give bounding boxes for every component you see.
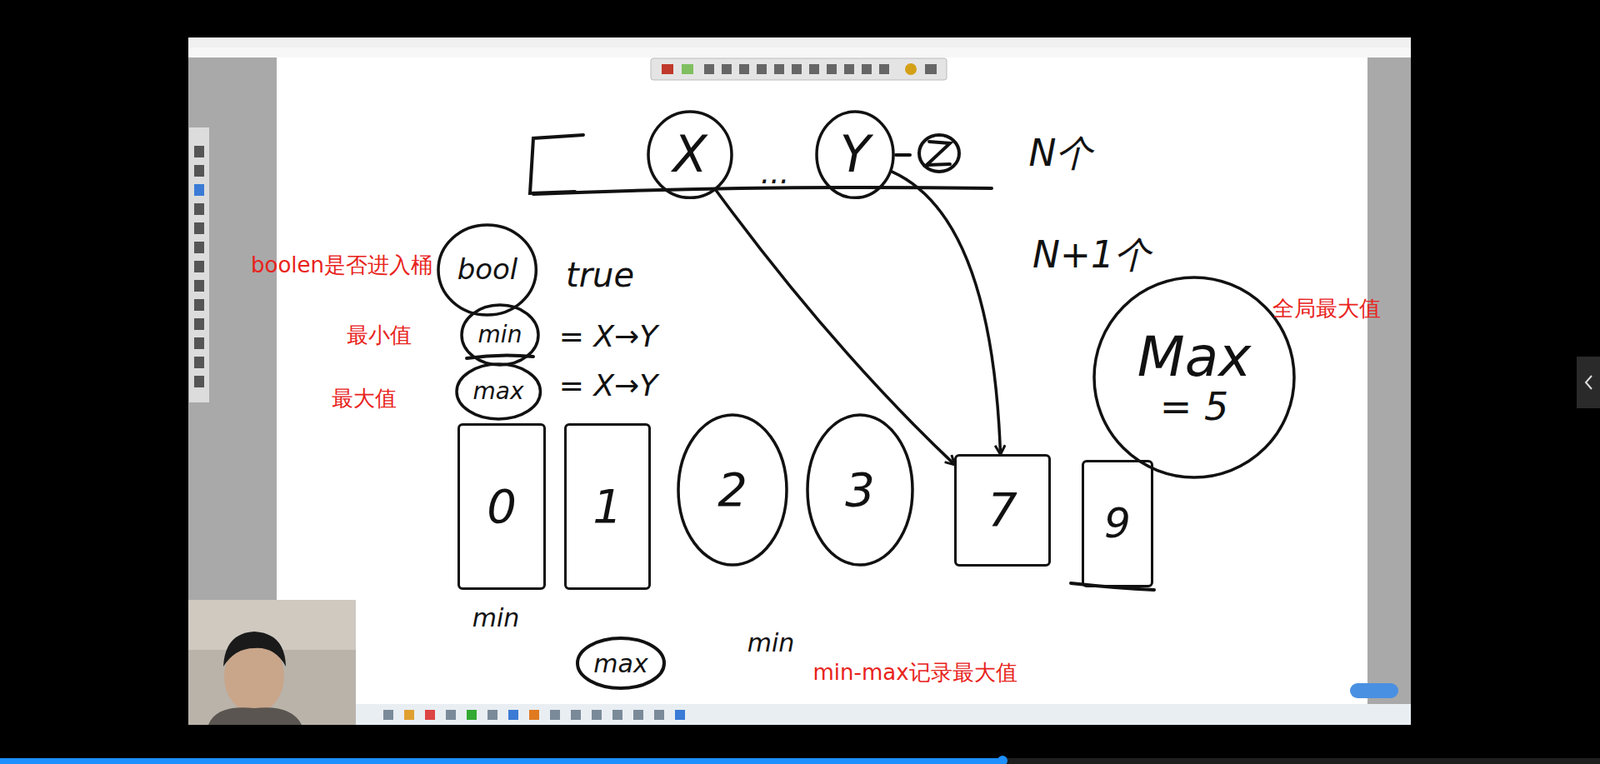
value-note: = X→Y [559,369,658,403]
side-tab-chevron [1585,375,1592,390]
annotation: min-max记录最大值 [812,660,1017,685]
node-text: min [478,322,523,347]
toolbar [650,58,947,80]
bucket-note: min [472,604,520,632]
hand-arrow [892,171,1001,454]
right-margin [1367,57,1411,705]
node-text: max [472,379,524,404]
hand-strokes [466,135,1155,689]
tool-icons [194,145,205,388]
bucket-box: 0 [457,423,546,590]
field-circle: max [455,362,542,421]
value-note: true [565,256,635,294]
side-tab [1576,356,1600,409]
node-text: 1 [592,482,623,532]
node-text: = 5 [1160,386,1229,427]
max-circle [577,638,665,689]
trial-button [1350,683,1399,699]
node-text: 3 [845,465,875,515]
global-max-circle: Max= 5 [1092,275,1296,480]
dash [895,153,910,157]
node-text: 0 [486,482,517,532]
node-text: bool [457,255,519,285]
bucket-box: 7 [954,454,1051,567]
node-text: Max [1137,328,1251,386]
small-circle-mark [926,141,950,165]
title-bar [188,37,1411,48]
tool-panel [189,127,210,403]
bucket-box: 1 [564,423,651,590]
annotation: 全局最大值 [1272,296,1381,321]
menu-bar [188,47,1411,58]
field-circle: min [460,303,540,367]
bucket-box: 9 [1081,460,1154,588]
webcam-shirt [208,707,302,725]
taskbar-icons [383,710,685,720]
circle-node: Y [815,110,895,200]
progress-track [0,758,1600,764]
bucket-circle: 2 [676,413,789,567]
webcam-hair [223,631,286,667]
value-note: = X→Y [559,320,658,354]
progress-knob [997,755,1008,764]
taskbar [188,704,1411,725]
node-text: 2 [717,465,748,515]
bucket-note: min [747,629,795,657]
circle-node: X [646,110,734,200]
node-text: 7 [987,485,1018,535]
field-circle: bool [436,223,538,317]
bucket-circle: 3 [805,413,915,567]
annotation: 最大值 [331,386,397,411]
app-window [188,37,1411,725]
bucket-note: max [593,650,648,678]
node-text: X [672,128,707,181]
node-text: 9 [1104,501,1131,546]
array-bracket [530,135,584,194]
annotation: boolen是否进入桶 [250,253,433,278]
webcam-feed [188,600,356,725]
toolbar-icons [661,63,937,75]
progress-bar [0,758,1003,764]
node-text: Y [840,128,871,181]
small-circle [919,135,960,172]
ellipsis: ... [760,156,790,190]
annotation: 最小值 [346,323,412,348]
count-note: N+1个 [1032,235,1151,275]
count-note: N个 [1029,133,1094,174]
